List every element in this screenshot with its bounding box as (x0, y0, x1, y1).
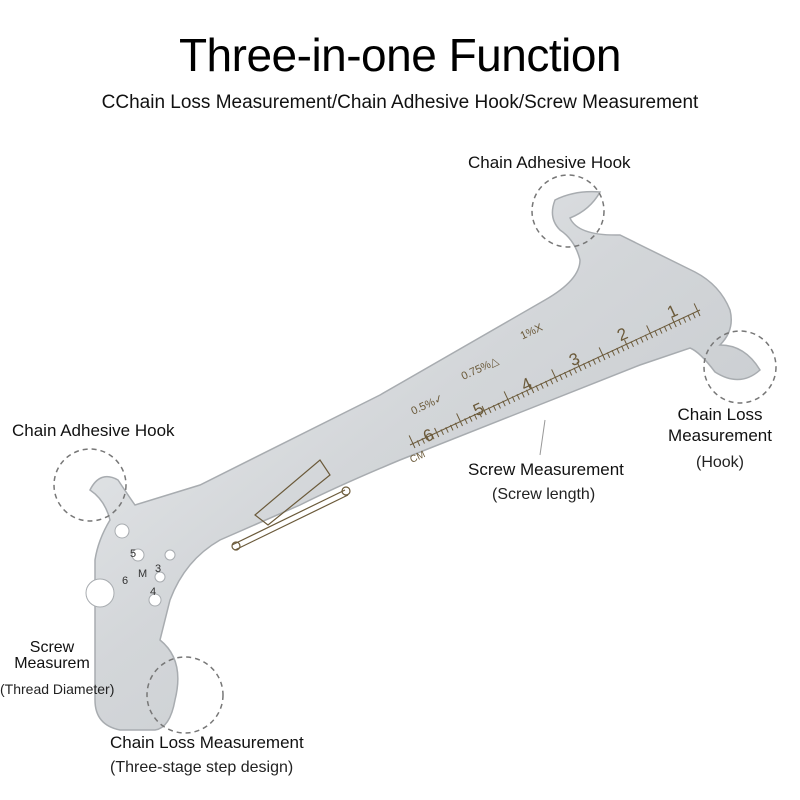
tool-body (89, 190, 761, 731)
ruler-tick (431, 433, 435, 440)
ruler-tick (630, 341, 634, 348)
ruler-tick (526, 389, 530, 396)
callout-right-hook-line1: Chain Loss (677, 405, 763, 424)
ruler-tick (621, 345, 625, 352)
ruler-tick (502, 400, 506, 407)
ruler-tick (576, 361, 582, 372)
page-subtitle: CChain Loss Measurement/Chain Adhesive H… (101, 92, 699, 113)
hole-label-m: M (138, 568, 148, 580)
ruler-tick (488, 407, 492, 414)
ruler-tick (478, 411, 482, 418)
ruler-tick (516, 393, 520, 400)
hole-label-4: 4 (150, 586, 157, 598)
ruler-tick (492, 404, 497, 411)
ruler-tick (687, 314, 691, 321)
ruler-ticks (408, 303, 701, 449)
ruler-tick (454, 422, 459, 429)
callout-step-note: (Three-stage step design) (110, 759, 294, 776)
ruler-tick (671, 317, 677, 328)
callout-thread-line1: Screw (29, 639, 75, 656)
ruler-tick (551, 369, 558, 383)
ruler-tick (456, 413, 463, 427)
callout-screw-length-label: Screw Measurement (468, 460, 624, 479)
ruler-tick (559, 374, 563, 381)
ruler-tick (511, 396, 516, 403)
callout-top-hook-label: Chain Adhesive Hook (468, 153, 631, 172)
ruler-tick (635, 338, 639, 345)
ruler-tick (663, 325, 668, 332)
ruler-tick (521, 391, 525, 398)
ruler-tick (573, 367, 577, 374)
ruler-tick (535, 385, 539, 392)
ruler-tick (568, 369, 573, 376)
ruler-tick (469, 415, 473, 422)
highlight-circles (53, 174, 777, 734)
ruler-tick (481, 405, 487, 416)
callout-thread-line2: Measurem (14, 655, 90, 672)
ruler-tick (678, 319, 682, 326)
ruler-tick (564, 371, 568, 378)
ruler-tick (549, 378, 554, 385)
callout-right-hook-line2: Measurement (668, 426, 772, 445)
ruler-tick (473, 413, 478, 420)
callout-right-hook-note: (Hook) (695, 454, 744, 471)
ruler-tick (545, 380, 549, 387)
ruler-tick (464, 418, 468, 425)
ruler-tick (654, 330, 658, 337)
hole-label-6: 6 (122, 575, 129, 587)
ruler-tick (440, 429, 444, 436)
callout-screw-length-note: (Screw length) (492, 486, 596, 503)
ruler-tick (416, 440, 421, 447)
ruler-tick (597, 356, 601, 363)
ruler-tick (668, 323, 672, 330)
ruler-tick (426, 435, 430, 442)
ruler-tick (616, 347, 620, 354)
ruler-tick (583, 363, 587, 370)
ruler-tick (503, 391, 511, 405)
ruler-tick (529, 383, 535, 394)
ruler-tick (450, 424, 454, 431)
ruler-tick (692, 312, 696, 319)
ruler-tick (682, 316, 687, 323)
hole-label-5: 5 (130, 548, 137, 560)
callout-thread-note: (Thread Diameter) (0, 681, 115, 697)
ruler-tick (640, 336, 644, 343)
callout-step-label: Chain Loss Measurement (110, 733, 304, 752)
ruler-tick (611, 349, 615, 356)
ruler-tick (606, 352, 611, 359)
ruler-tick (693, 303, 701, 317)
ruler-tick (587, 360, 592, 367)
ruler-tick (497, 402, 501, 409)
callout-left-hook-label: Chain Adhesive Hook (12, 421, 175, 440)
ruler-tick (624, 339, 630, 350)
screw-length-leader (539, 419, 546, 456)
ruler-tick (644, 334, 649, 341)
ruler-tick (592, 358, 596, 365)
ruler-tick (408, 435, 416, 449)
hole-label-3: 3 (155, 563, 162, 575)
ruler-tick (659, 327, 663, 334)
ruler-tick (434, 427, 440, 438)
ruler-tick (445, 426, 449, 433)
ruler-tick (598, 347, 606, 361)
screw-holes (85, 523, 176, 608)
chain-engraving (231, 459, 351, 551)
ruler-tick (540, 382, 544, 389)
ruler-tick (421, 437, 425, 444)
page-title: Three-in-one Function (178, 29, 622, 81)
ruler-tick (646, 325, 653, 339)
